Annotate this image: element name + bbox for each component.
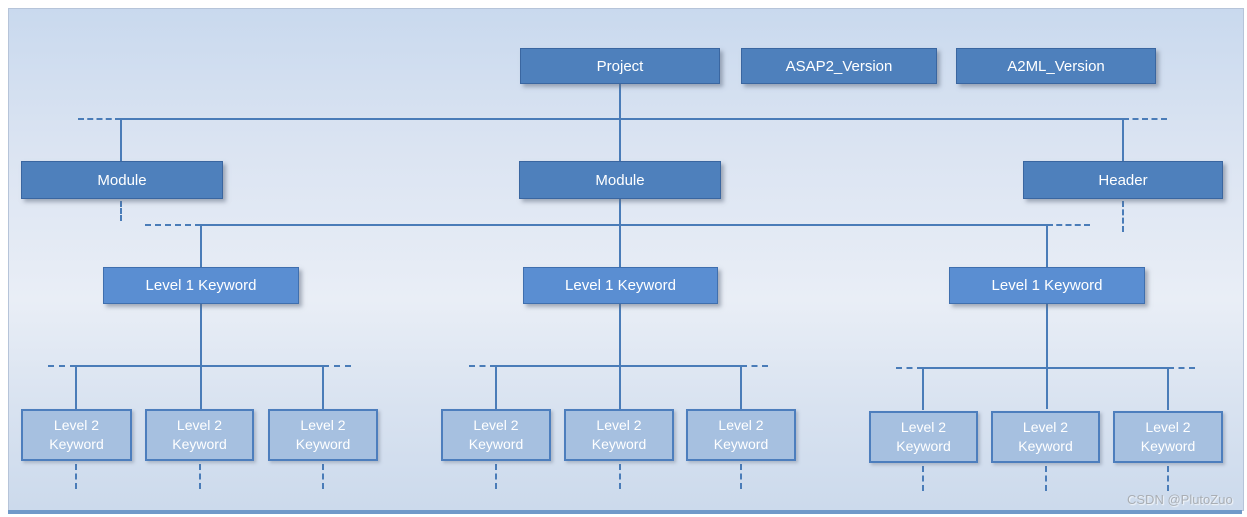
connector-dashed-group1-right	[323, 365, 351, 367]
node-label-line2: Keyword	[896, 438, 951, 454]
connector-group3	[923, 367, 1168, 369]
node-label: ASAP2_Version	[785, 57, 893, 75]
connector-drop-l2-1	[75, 365, 77, 410]
connector-row2	[201, 224, 1047, 226]
connector-stub-l2-6	[740, 464, 742, 489]
bottom-divider	[8, 510, 1242, 514]
node-label: Level 1 Keyword	[991, 277, 1103, 294]
node-label-line1: Level 2	[1022, 419, 1069, 436]
node-module-left: Module	[21, 161, 223, 199]
watermark-text: CSDN @PlutoZuo	[1127, 492, 1233, 507]
node-label: Level 1 Keyword	[145, 277, 257, 294]
node-label-line1: Level 2	[53, 417, 100, 434]
node-label-line1: Level 2	[596, 417, 642, 434]
node-label: Level 1 Keyword	[565, 277, 676, 294]
node-level2-2: Level 2 Keyword	[145, 409, 254, 461]
node-level2-3: Level 2 Keyword	[268, 409, 378, 461]
connector-row1	[121, 118, 1123, 120]
connector-stub-l2-8	[1045, 466, 1047, 491]
node-level1-center: Level 1 Keyword	[523, 267, 718, 304]
connector-stub-l2-9	[1167, 466, 1169, 491]
node-label: Project	[596, 57, 644, 75]
connector-stub-module-left	[120, 201, 122, 221]
node-label-line2: Keyword	[468, 436, 524, 452]
node-header: Header	[1023, 161, 1223, 199]
node-label-line1: Level 2	[900, 419, 947, 436]
connector-dashed-group2-left	[469, 365, 496, 367]
node-label-line2: Keyword	[591, 436, 647, 452]
connector-drop-l2-7	[922, 367, 924, 410]
node-label: A2ML_Version	[1007, 57, 1105, 75]
node-label-line1: Level 2	[718, 417, 764, 434]
node-label: Module	[97, 171, 147, 189]
node-asap2-version: ASAP2_Version	[741, 48, 937, 84]
connector-dashed-row2-left	[145, 224, 201, 226]
connector-group2	[496, 365, 741, 367]
connector-stub-l2-2	[199, 464, 201, 489]
connector-stub-l2-3	[322, 464, 324, 489]
connector-left-trunk	[200, 224, 202, 409]
node-label-line2: Keyword	[49, 436, 104, 452]
connector-right-trunk	[1046, 224, 1048, 409]
connector-dashed-group2-right	[741, 365, 768, 367]
connector-drop-header	[1122, 118, 1124, 162]
node-level2-5: Level 2 Keyword	[564, 409, 674, 461]
connector-stub-l2-4	[495, 464, 497, 489]
node-level2-7: Level 2 Keyword	[869, 411, 978, 463]
connector-drop-l2-3	[322, 365, 324, 410]
connector-dashed-row2-right	[1047, 224, 1090, 226]
node-label-line2: Keyword	[713, 436, 769, 452]
connector-center-trunk	[619, 84, 621, 409]
node-label-line2: Keyword	[1140, 438, 1196, 454]
connector-drop-module-left	[120, 118, 122, 162]
node-label-line2: Keyword	[1018, 438, 1073, 454]
node-module-center: Module	[519, 161, 721, 199]
node-level2-9: Level 2 Keyword	[1113, 411, 1223, 463]
connector-drop-l2-6	[740, 365, 742, 410]
node-label-line1: Level 2	[300, 417, 346, 434]
node-label-line2: Keyword	[172, 436, 227, 452]
connector-dashed-group3-right	[1168, 367, 1195, 369]
node-level1-left: Level 1 Keyword	[103, 267, 299, 304]
connector-dashed-group3-left	[896, 367, 923, 369]
connector-group1	[76, 365, 323, 367]
connector-stub-header	[1122, 201, 1124, 232]
node-level2-1: Level 2 Keyword	[21, 409, 132, 461]
node-label: Module	[595, 171, 645, 189]
node-label-line2: Keyword	[295, 436, 351, 452]
node-label-line1: Level 2	[473, 417, 519, 434]
node-label-line1: Level 2	[176, 417, 223, 434]
node-project: Project	[520, 48, 720, 84]
connector-stub-l2-1	[75, 464, 77, 489]
node-level2-8: Level 2 Keyword	[991, 411, 1100, 463]
connector-drop-l2-9	[1167, 367, 1169, 410]
node-level1-right: Level 1 Keyword	[949, 267, 1145, 304]
node-label: Header	[1098, 171, 1148, 189]
connector-stub-l2-7	[922, 466, 924, 491]
connector-stub-l2-5	[619, 464, 621, 489]
node-level2-6: Level 2 Keyword	[686, 409, 796, 461]
connector-dashed-row1-right	[1123, 118, 1167, 120]
connector-dashed-group1-left	[48, 365, 76, 367]
node-a2ml-version: A2ML_Version	[956, 48, 1156, 84]
node-label-line1: Level 2	[1145, 419, 1191, 436]
connector-drop-l2-4	[495, 365, 497, 410]
connector-dashed-row1-left	[78, 118, 121, 120]
node-level2-4: Level 2 Keyword	[441, 409, 551, 461]
diagram-canvas: Project ASAP2_Version A2ML_Version Modul…	[8, 8, 1244, 511]
